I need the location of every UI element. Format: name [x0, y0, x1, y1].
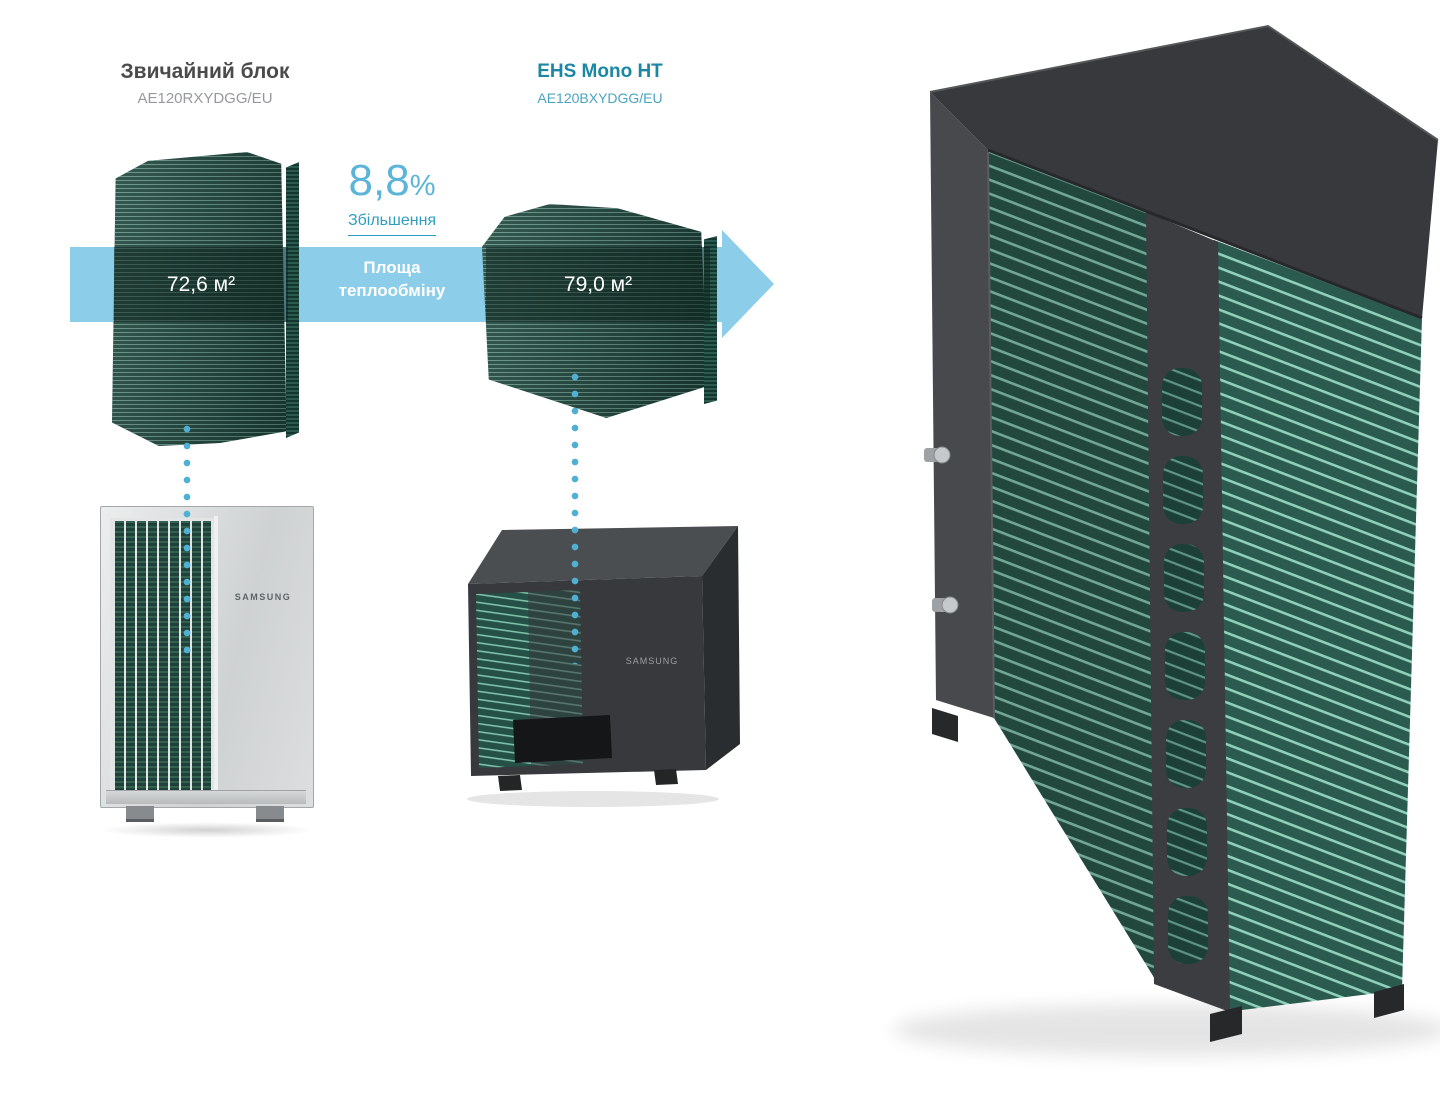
left-unit-shadow: [100, 822, 314, 838]
left-unit-foot: [256, 806, 284, 822]
arrow-head-icon: [722, 230, 774, 338]
hero-slab-front-edge: [987, 148, 1423, 320]
hero-post-cutout: [1164, 544, 1204, 612]
hero-unit-foot: [1374, 984, 1404, 1018]
hero-post-cutout: [1165, 632, 1205, 700]
increase-label: Збільшення: [347, 212, 437, 236]
dotted-connector-left: [183, 424, 191, 662]
right-unit-title: EHS Mono HT: [537, 61, 663, 82]
hero-unit-render: [892, 24, 1440, 1056]
hero-post-cutout: [1166, 720, 1206, 788]
hero-post-cutout: [1168, 896, 1208, 964]
left-unit-base: [106, 790, 306, 804]
left-area-value: 72,6 м²: [114, 247, 288, 322]
right-unit-brand-logo: SAMSUNG: [626, 656, 679, 666]
left-unit-brand-logo: SAMSUNG: [234, 592, 292, 602]
coil-left-fins: [286, 162, 299, 438]
hero-unit-foot: [932, 708, 958, 742]
right-area-value: 79,0 м²: [486, 247, 710, 322]
hero-unit-foot: [1210, 1006, 1242, 1042]
pipe-fitting: [941, 596, 959, 614]
hero-post-cutout: [1163, 456, 1203, 524]
hero-coil-front-shade: [988, 150, 1158, 984]
hero-post-cutout: [1162, 368, 1202, 436]
right-unit-vent-slot: [513, 715, 612, 763]
left-unit-title: Звичайний блок: [120, 60, 290, 83]
right-unit-foot: [654, 769, 678, 785]
pipe-fitting: [933, 446, 951, 464]
hero-coil-right-face: [1214, 240, 1422, 1012]
dotted-connector-right: [571, 372, 579, 664]
hero-unit-shadow: [892, 1004, 1440, 1056]
hero-left-frame: [930, 92, 994, 718]
right-unit-model: AE120BXYDGG/EU: [537, 90, 663, 106]
hero-left-frame-edge: [987, 149, 995, 719]
right-unit-side-face: [702, 526, 740, 770]
left-unit-foot: [126, 806, 154, 822]
increase-callout: 8,8% Збільшення: [322, 158, 462, 236]
hero-coil-front-face: [988, 150, 1158, 984]
left-unit-divider: [214, 516, 218, 798]
hero-top-ridge: [929, 24, 1439, 141]
right-unit-top-face: [468, 526, 738, 584]
arrow-label-line2: теплообміну: [338, 281, 446, 300]
left-unit-grille: [110, 518, 214, 802]
hero-corner-post: [1146, 212, 1230, 1012]
right-outdoor-unit: SAMSUNG: [467, 526, 740, 807]
right-unit-foot: [498, 775, 522, 791]
hero-post-cutout: [1167, 808, 1207, 876]
hero-top-slab: [930, 26, 1438, 318]
arrow-label: Площа теплообміну: [318, 256, 466, 302]
increase-value: 8,8%: [348, 156, 436, 205]
arrow-label-line1: Площа: [363, 258, 421, 277]
right-unit-shadow: [467, 791, 719, 807]
increase-unit: %: [409, 170, 436, 202]
left-outdoor-unit: SAMSUNG: [100, 506, 314, 840]
left-unit-model: AE120RXYDGG/EU: [137, 90, 273, 107]
